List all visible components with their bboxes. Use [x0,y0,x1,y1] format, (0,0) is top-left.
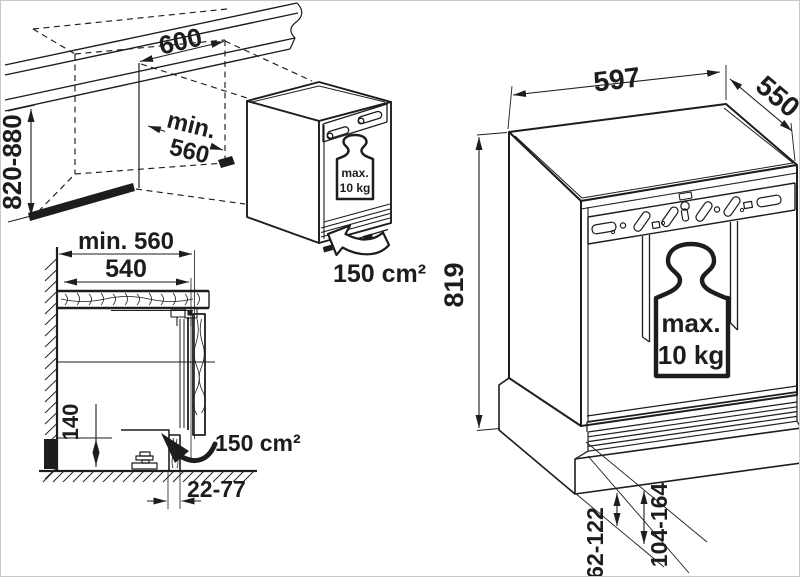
floor-edge-strip [28,183,135,221]
dimension-niche-width [139,40,225,63]
width-label: 597 [592,61,642,97]
dimension-niche-height [7,104,36,223]
niche-corner-marker [218,156,235,168]
appliance-side-face [246,100,320,244]
weight-icon-large [653,241,731,379]
fridge-base [498,377,799,495]
vent-area-top-label: 150 cm² [333,260,426,288]
niche-height-range-label: 820-880 [1,114,27,209]
dimension-section-depths [59,250,195,458]
worktop-grain [60,292,200,306]
dimension-height-819 [475,132,508,431]
height-label: 819 [439,262,469,307]
door-load-small-line1: max. [341,166,368,180]
door-load-large-line1: max. [661,308,720,338]
dimension-depth-550 [729,78,796,162]
dimension-plinth-recess [147,472,201,509]
projection-line-back [224,40,313,82]
adjustable-foot [131,451,158,470]
plinth-grille-range-label: 62-122 [582,507,608,576]
appliance-foot-left [323,244,333,253]
door-load-large-line2: 10 kg [658,340,725,370]
floor [39,469,257,483]
section-niche-depth-label: min. 560 [78,228,174,255]
plinth-recess-label: 22-77 [187,476,246,502]
weight-icon-small [335,133,375,201]
dimension-niche-depth [147,125,224,151]
niche-isometric-view [4,2,313,221]
projection-line-bottom [135,188,246,205]
door-mounting-bracket [322,103,388,143]
worktop [4,2,303,112]
door-rails [641,221,739,343]
appliance-isometric-view [246,81,392,253]
section-worktop-depth-label: 540 [105,255,147,283]
vent-area-bottom-label: 150 cm² [215,430,301,456]
niche-width-label: 600 [156,22,205,61]
plinth-clearance-label: 140 [58,404,83,441]
section-view [39,247,257,483]
door-load-small-line2: 10 kg [340,181,371,195]
worktop-section [57,289,210,311]
mounting-rail [587,182,796,245]
wall-base-block [44,439,58,469]
depth-label: 550 [750,69,799,123]
projection-line-top [140,63,248,99]
dimension-plinth-ranges [574,441,708,574]
niche-hidden-edges [30,8,313,220]
vent-arrow-top [326,224,391,257]
vent-arrow-bottom [161,433,218,463]
dimension-width-597 [507,65,727,130]
wall [44,247,59,480]
appliance-dimension-view [498,103,799,495]
plinth-total-range-label: 104-164 [646,483,672,568]
dimension-plinth-clearance [58,404,112,467]
furniture-door-section [192,313,206,436]
